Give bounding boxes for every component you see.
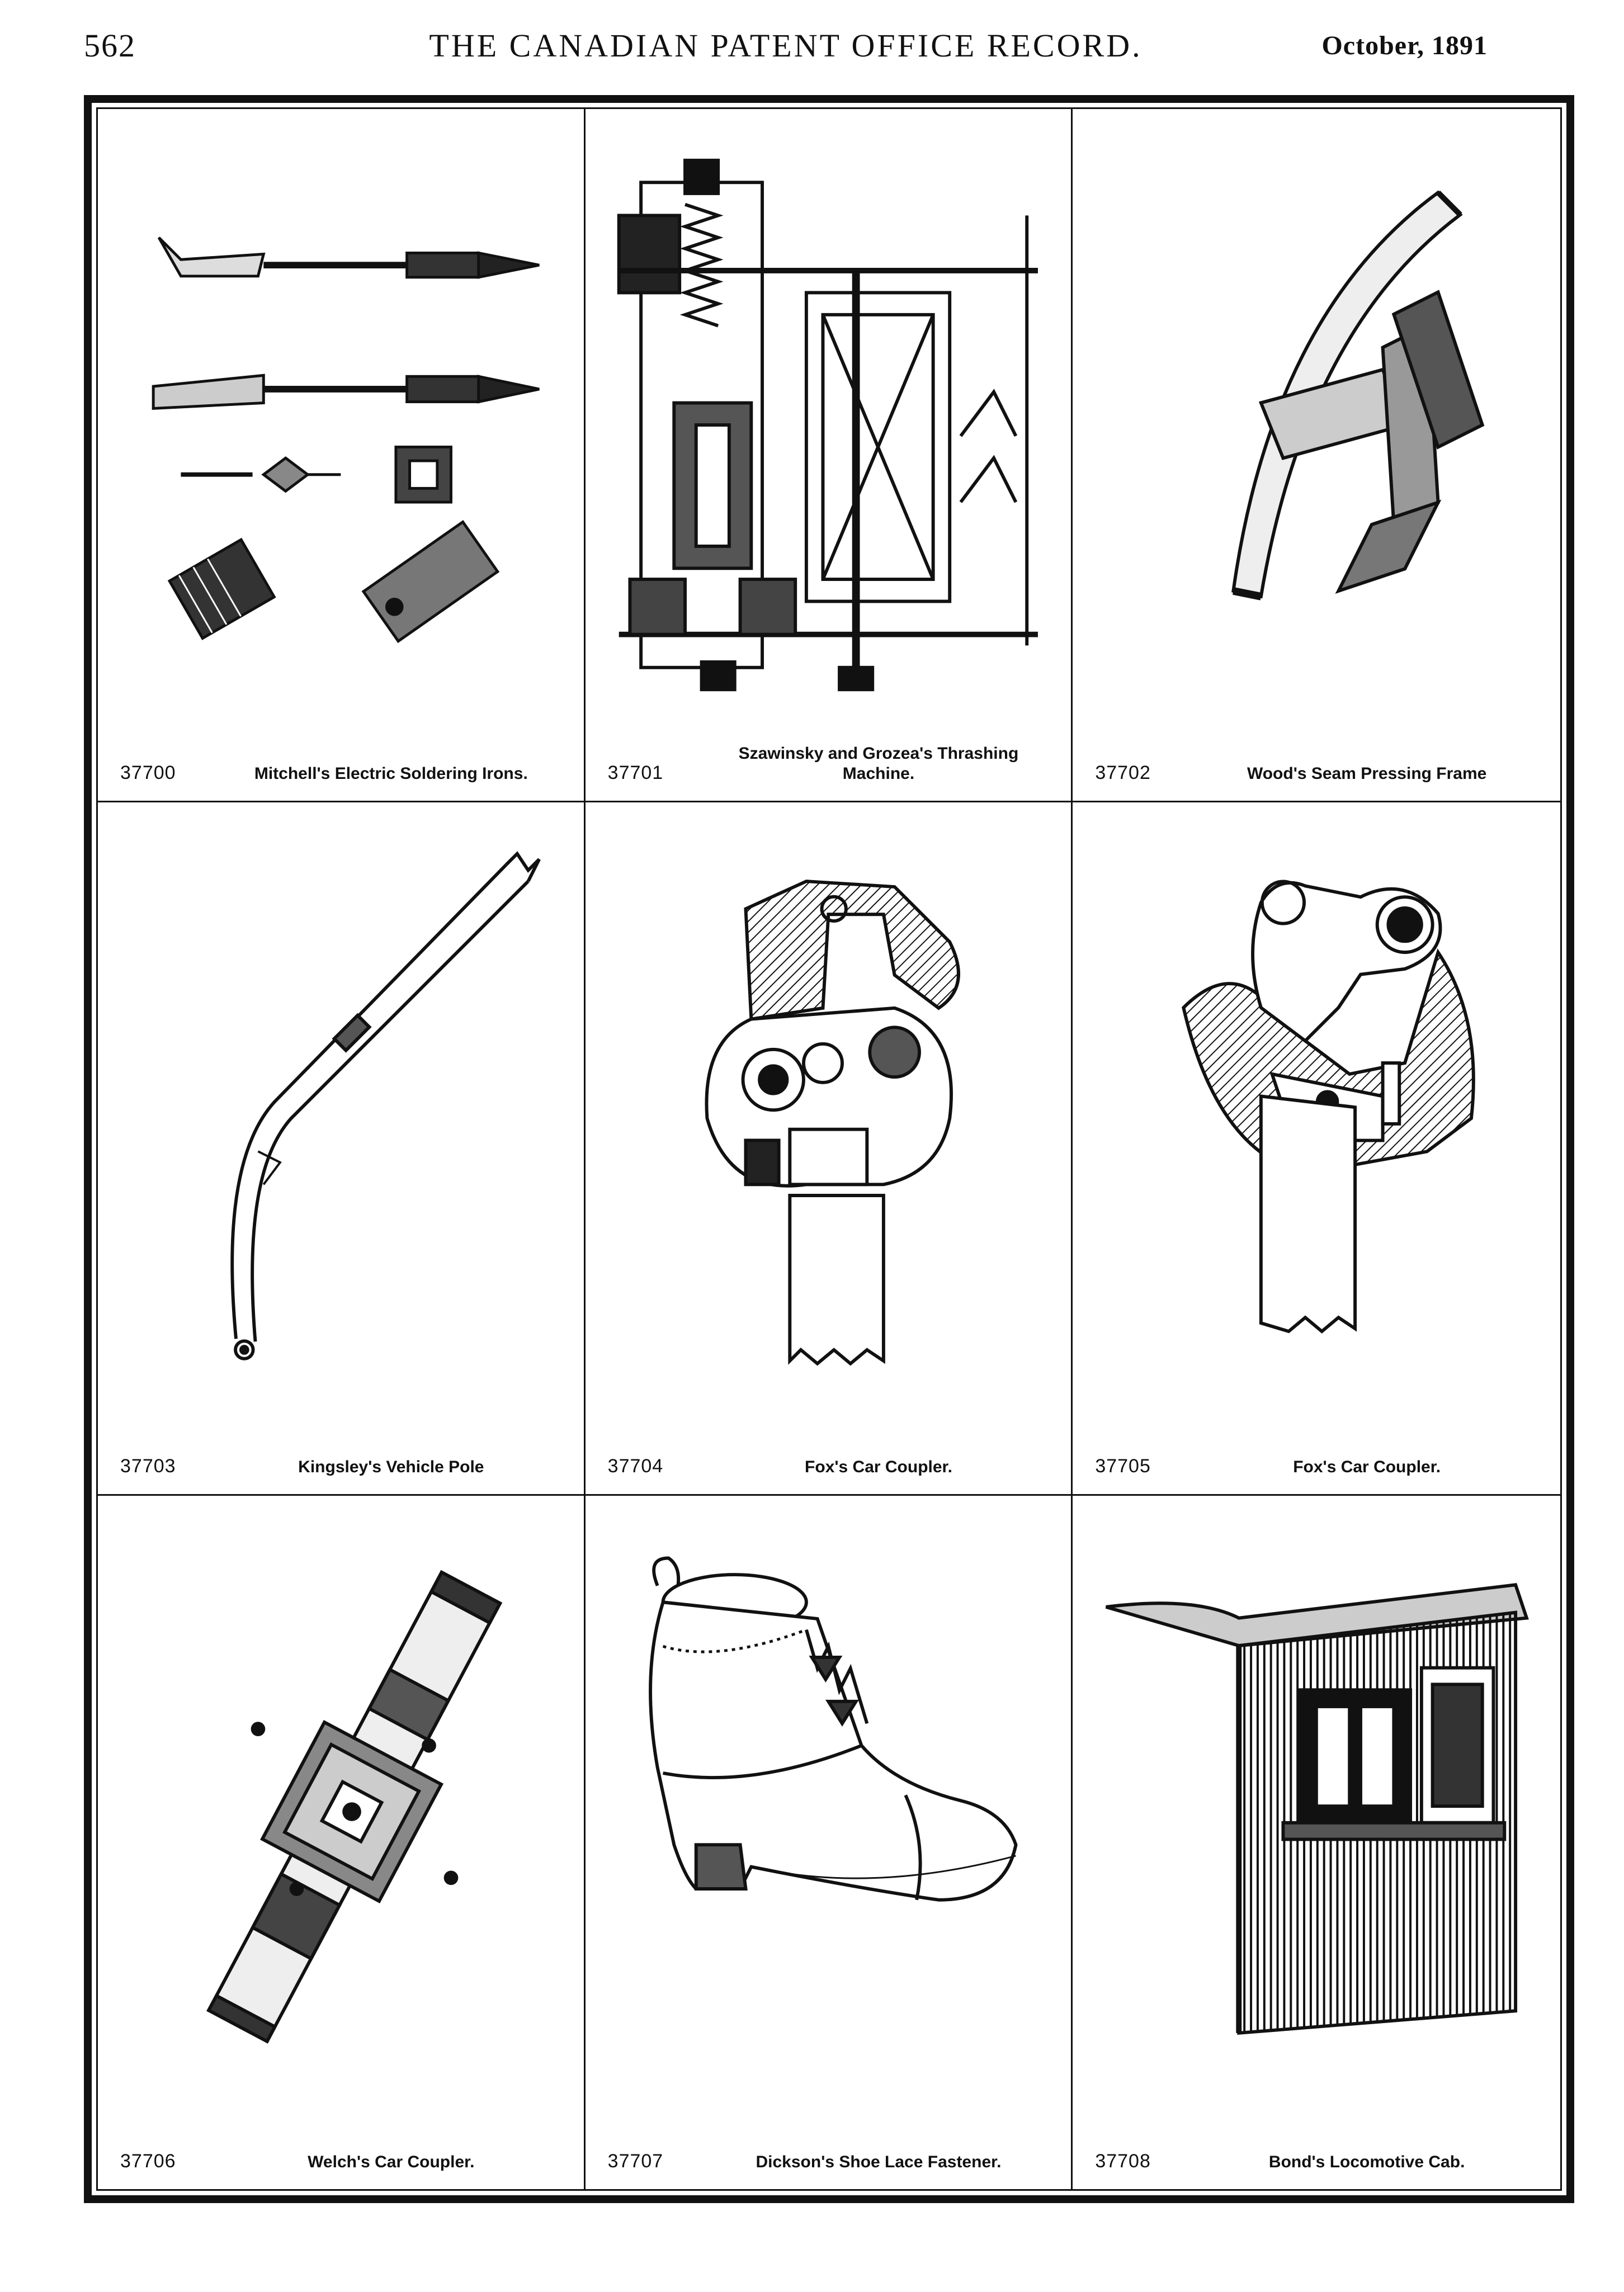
patent-figure-37700: 37700 Mitchell's Electric Soldering Iron… <box>98 109 586 802</box>
patent-figure-37707: 37707 Dickson's Shoe Lace Fastener. <box>586 1496 1073 2189</box>
issue-date: October, 1891 <box>1321 31 1488 60</box>
invention-title: Szawinsky and Grozea's Thrashing Machine… <box>738 744 1019 783</box>
patent-number: 37702 <box>1095 762 1151 783</box>
invention-title: Fox's Car Coupler. <box>1293 1458 1441 1476</box>
locomotive-cab-icon <box>1095 1518 1538 2105</box>
car-coupler-icon <box>120 1518 561 2105</box>
soldering-irons-icon <box>120 131 561 719</box>
figure-caption: 37700 Mitchell's Electric Soldering Iron… <box>120 738 567 788</box>
page-number: 562 <box>84 27 136 64</box>
invention-title: Wood's Seam Pressing Frame <box>1247 764 1487 783</box>
patent-figure-37706: 37706 Welch's Car Coupler. <box>98 1496 586 2189</box>
journal-title: THE CANADIAN PATENT OFFICE RECORD. <box>429 27 1143 64</box>
patent-figure-37703: 37703 Kingsley's Vehicle Pole <box>98 802 586 1496</box>
invention-title: Welch's Car Coupler. <box>308 2153 475 2171</box>
figure-caption: 37707 Dickson's Shoe Lace Fastener. <box>608 2126 1055 2177</box>
figure-caption: 37704 Fox's Car Coupler. <box>608 1431 1055 1482</box>
car-coupler-icon <box>608 825 1049 1412</box>
patent-figure-37704: 37704 Fox's Car Coupler. <box>585 802 1073 1496</box>
patent-number: 37704 <box>607 1455 664 1477</box>
patent-number: 37700 <box>120 762 176 783</box>
figure-caption: 37702 Wood's Seam Pressing Frame <box>1095 738 1543 788</box>
plate-inner-border: 37700 Mitchell's Electric Soldering Iron… <box>96 107 1562 2191</box>
patent-figure-grid: 37700 Mitchell's Electric Soldering Iron… <box>98 109 1560 2189</box>
car-coupler-icon <box>1095 825 1538 1412</box>
patent-number: 37701 <box>607 762 664 783</box>
thrashing-machine-icon <box>608 131 1049 719</box>
patent-figure-37701: 37701 Szawinsky and Grozea's Thrashing M… <box>585 109 1073 802</box>
plate-frame: 37700 Mitchell's Electric Soldering Iron… <box>84 95 1574 2203</box>
patent-figure-37705: 37705 Fox's Car Coupler. <box>1073 802 1560 1496</box>
patent-figure-37702: 37702 Wood's Seam Pressing Frame <box>1073 109 1560 802</box>
figure-caption: 37706 Welch's Car Coupler. <box>120 2126 567 2177</box>
invention-title: Fox's Car Coupler. <box>805 1458 952 1476</box>
patent-number: 37707 <box>607 2151 664 2172</box>
invention-title: Bond's Locomotive Cab. <box>1268 2153 1465 2171</box>
seam-pressing-frame-icon <box>1095 131 1538 719</box>
patent-number: 37706 <box>120 2151 176 2172</box>
patent-number: 37703 <box>120 1455 176 1477</box>
vehicle-pole-icon <box>120 825 561 1412</box>
patent-number: 37705 <box>1095 1455 1151 1477</box>
figure-caption: 37705 Fox's Car Coupler. <box>1095 1431 1543 1482</box>
patent-figure-37708: 37708 Bond's Locomotive Cab. <box>1073 1496 1560 2189</box>
invention-title: Mitchell's Electric Soldering Irons. <box>254 764 528 783</box>
shoe-icon <box>608 1518 1049 2105</box>
figure-caption: 37701 Szawinsky and Grozea's Thrashing M… <box>608 738 1055 788</box>
figure-caption: 37708 Bond's Locomotive Cab. <box>1095 2126 1543 2177</box>
patent-number: 37708 <box>1095 2151 1151 2172</box>
figure-caption: 37703 Kingsley's Vehicle Pole <box>120 1431 567 1482</box>
invention-title: Dickson's Shoe Lace Fastener. <box>756 2153 1002 2171</box>
invention-title: Kingsley's Vehicle Pole <box>298 1458 484 1476</box>
page-header: 562 THE CANADIAN PATENT OFFICE RECORD. O… <box>84 27 1488 77</box>
